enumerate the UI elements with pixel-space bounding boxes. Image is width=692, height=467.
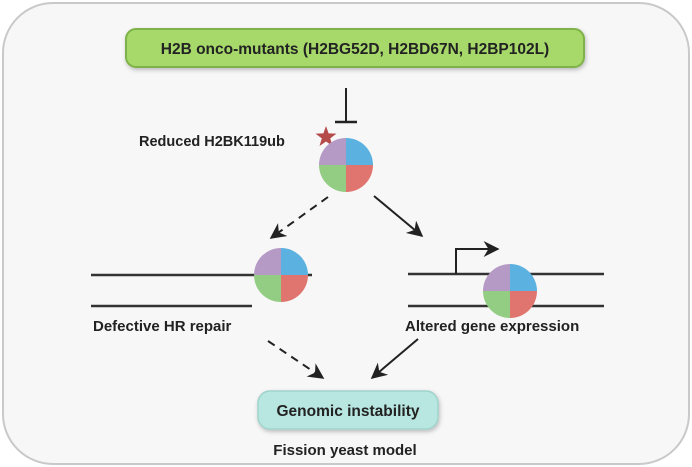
nucleosome-quadrant-bottom-left bbox=[319, 165, 346, 192]
nucleosome-quadrant-top-right bbox=[281, 248, 308, 275]
nucleosome-quadrant-top-left bbox=[483, 264, 510, 291]
nucleosome-quadrant-bottom-left bbox=[483, 291, 510, 318]
dashed-arrow-outcome bbox=[267, 340, 325, 379]
nucleosome-quadrant-bottom-right bbox=[346, 165, 373, 192]
right-nucleosome-icon bbox=[483, 264, 537, 318]
left-branch-label: Defective HR repair bbox=[93, 318, 232, 335]
outcome-box-bg bbox=[257, 390, 439, 430]
top-box-text: H2B onco-mutants (H2BG52D, H2BD67N, H2BP… bbox=[161, 41, 549, 58]
outcome-box: Genomic instability bbox=[257, 390, 439, 430]
reduced-ub-label: Reduced H2BK119ub bbox=[139, 134, 285, 150]
dashed-arrow-left bbox=[269, 196, 329, 239]
nucleosome-quadrant-top-left bbox=[319, 138, 346, 165]
left-nucleosome-icon bbox=[254, 248, 308, 302]
nucleosome-quadrant-top-right bbox=[510, 264, 537, 291]
top-box-bg bbox=[125, 28, 585, 68]
solid-arrow-right bbox=[373, 195, 424, 238]
nucleosome-quadrant-top-left bbox=[254, 248, 281, 275]
transcription-start-arrow-icon bbox=[455, 241, 500, 274]
inhibition-arrow bbox=[335, 88, 357, 124]
nucleosome-quadrant-bottom-right bbox=[281, 275, 308, 302]
right-branch-label: Altered gene expression bbox=[405, 318, 579, 335]
nucleosome-quadrant-bottom-right bbox=[510, 291, 537, 318]
central-nucleosome-icon bbox=[319, 138, 373, 192]
top-box: H2B onco-mutants (H2BG52D, H2BD67N, H2BP… bbox=[125, 28, 585, 68]
nucleosome-quadrant-bottom-left bbox=[254, 275, 281, 302]
nucleosome-quadrant-top-right bbox=[346, 138, 373, 165]
model-label: Fission yeast model bbox=[273, 442, 416, 459]
solid-arrow-outcome bbox=[370, 338, 419, 380]
ubiquitin-star-icon bbox=[315, 126, 337, 146]
outcome-box-text: Genomic instability bbox=[277, 403, 420, 420]
